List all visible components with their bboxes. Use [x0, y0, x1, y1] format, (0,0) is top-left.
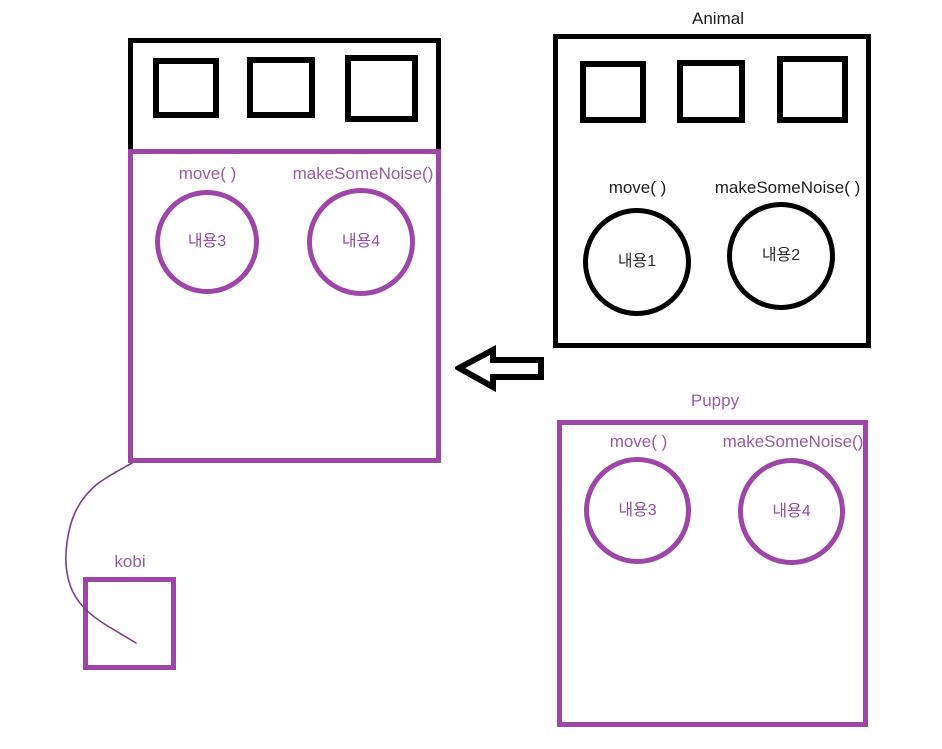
animal-method-body-move: 내용1 — [617, 253, 657, 270]
instance-box-kobi — [83, 577, 176, 670]
puppy-method-circle-makesomenoise: 내용4 — [738, 458, 845, 565]
animal-method-circle-move: 내용1 — [583, 208, 691, 316]
puppy-method-label-move: move( ) — [609, 432, 668, 451]
merged-method-label-move: move( ) — [178, 164, 237, 183]
animal-field-square-2 — [677, 60, 745, 123]
merged-field-square-1 — [153, 58, 219, 118]
animal-method-label-move: move( ) — [608, 178, 667, 197]
animal-class-title: Animal — [692, 9, 744, 28]
animal-method-body-makesomenoise: 내용2 — [761, 247, 801, 264]
puppy-method-body-makesomenoise: 내용4 — [772, 502, 811, 520]
puppy-method-label-makesomenoise: makeSomeNoise() — [722, 432, 864, 451]
puppy-class-box — [557, 420, 868, 727]
animal-class-box — [553, 34, 871, 348]
animal-method-circle-makesomenoise: 내용2 — [727, 202, 835, 310]
puppy-method-circle-move: 내용3 — [584, 457, 691, 564]
merged-field-square-3 — [345, 55, 418, 122]
instance-connector-line — [65, 462, 137, 644]
animal-method-label-makesomenoise: makeSomeNoise( ) — [714, 178, 861, 197]
animal-field-square-3 — [777, 56, 848, 123]
merged-method-body-move: 내용3 — [187, 233, 227, 250]
merged-method-label-makesomenoise: makeSomeNoise() — [292, 164, 434, 183]
merged-class-inherited-section — [128, 38, 441, 153]
merged-field-square-2 — [247, 57, 315, 118]
merged-class-methods-section — [128, 149, 441, 463]
instance-title-kobi: kobi — [114, 552, 146, 571]
merged-method-body-makesomenoise: 내용4 — [341, 233, 381, 250]
puppy-method-body-move: 내용3 — [618, 501, 657, 519]
merged-method-circle-makesomenoise: 내용4 — [307, 188, 415, 296]
puppy-class-title: Puppy — [690, 391, 740, 410]
animal-field-square-1 — [580, 61, 646, 123]
merge-arrow-icon — [455, 345, 544, 393]
merged-method-circle-move: 내용3 — [155, 190, 259, 294]
